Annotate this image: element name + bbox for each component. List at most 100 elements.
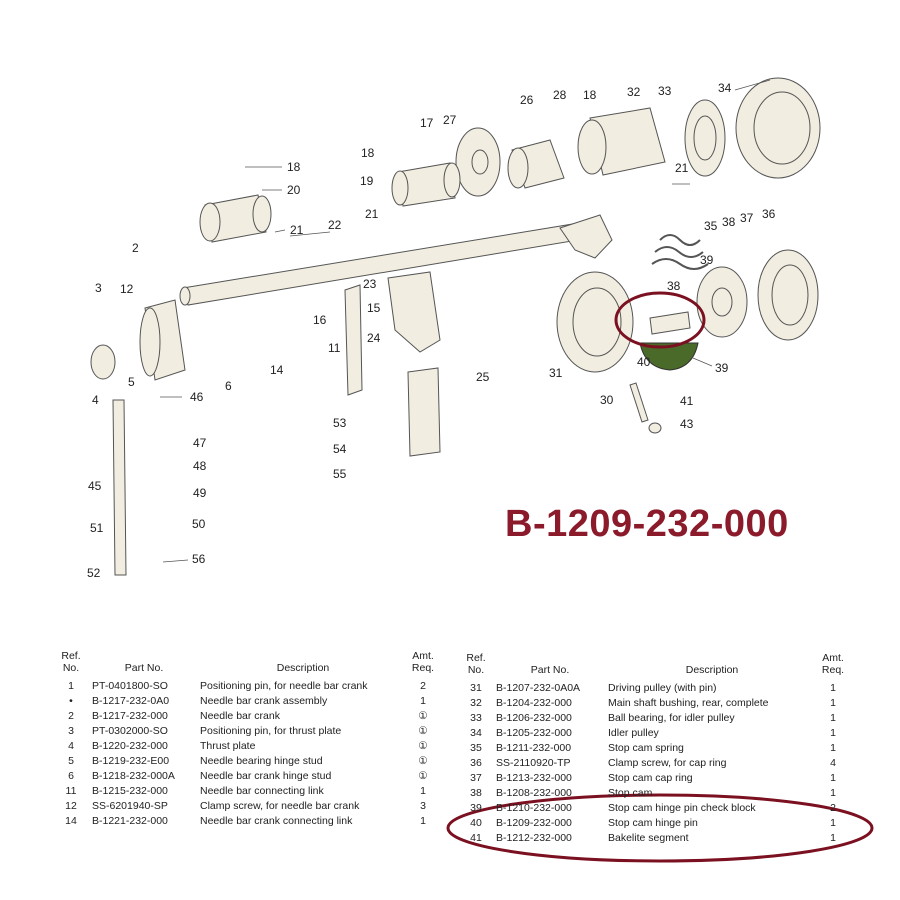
cell-description: Positioning pin, for thrust plate bbox=[200, 725, 342, 737]
bracket-55 bbox=[407, 367, 441, 457]
callout-43: 43 bbox=[680, 417, 694, 431]
cell-part-no: B-1210-232-000 bbox=[496, 802, 572, 814]
highlight-ellipse-table-rows bbox=[446, 793, 874, 863]
callout-28: 28 bbox=[553, 88, 567, 102]
callout-50: 50 bbox=[192, 517, 206, 531]
cell-description: Thrust plate bbox=[200, 740, 256, 752]
cell-amt: 1 bbox=[830, 727, 836, 739]
cell-ref: 38 bbox=[470, 787, 482, 799]
cell-ref: 31 bbox=[470, 682, 482, 694]
cell-ref: 39 bbox=[470, 802, 482, 814]
thrust-plate-4 bbox=[90, 344, 116, 380]
callout-5: 5 bbox=[128, 375, 135, 389]
cell-part-no: B-1212-232-000 bbox=[496, 832, 572, 844]
shaft-crank bbox=[559, 214, 613, 259]
cell-description: Idler pulley bbox=[608, 727, 659, 739]
cell-amt: 1 bbox=[830, 817, 836, 829]
cell-amt: 4 bbox=[830, 757, 836, 769]
callout-36: 36 bbox=[762, 207, 776, 221]
callout-46: 46 bbox=[190, 390, 204, 404]
cell-ref: 11 bbox=[65, 785, 77, 797]
cell-part-no: B-1221-232-000 bbox=[92, 815, 168, 827]
col-header-part-no: Part No. bbox=[124, 662, 164, 674]
stop-cam-hinge-pin-40 bbox=[649, 311, 691, 335]
cell-ref: 34 bbox=[470, 727, 482, 739]
col-header-ref: Ref.No. bbox=[466, 652, 486, 676]
callout-30: 30 bbox=[600, 393, 614, 407]
stop-cam-spring-35 bbox=[651, 234, 709, 270]
cell-part-no: B-1206-232-000 bbox=[496, 712, 572, 724]
cell-amt: 3 bbox=[420, 800, 426, 812]
callout-52: 52 bbox=[87, 566, 101, 580]
highlight-circle-hinge-pin bbox=[614, 291, 706, 349]
cell-ref: 40 bbox=[470, 817, 482, 829]
callout-18-left: 18 bbox=[287, 160, 301, 174]
cell-description: Stop cam bbox=[608, 787, 653, 799]
callout-23: 23 bbox=[363, 277, 377, 291]
callout-54: 54 bbox=[333, 442, 347, 456]
cell-amt: 1 bbox=[830, 712, 836, 724]
cell-description: Needle bar crank hinge stud bbox=[200, 770, 332, 782]
needle-bar-45 bbox=[112, 399, 127, 576]
callout-6: 6 bbox=[225, 379, 232, 393]
table-header-row: Ref.No. Part No. Description Amt.Req. bbox=[52, 650, 438, 680]
cell-description: Needle bar crank connecting link bbox=[200, 815, 353, 827]
callout-16: 16 bbox=[313, 313, 327, 327]
cell-amt: ① bbox=[418, 770, 428, 782]
cell-part-no: B-1208-232-000 bbox=[496, 787, 572, 799]
cell-part-no: B-1217-232-0A0 bbox=[92, 695, 170, 707]
cell-ref: 14 bbox=[65, 815, 77, 827]
cell-part-no: B-1220-232-000 bbox=[92, 740, 168, 752]
cell-part-no: B-1215-232-000 bbox=[92, 785, 168, 797]
cell-description: Stop cam cap ring bbox=[608, 772, 693, 784]
cell-part-no: PT-0302000-SO bbox=[92, 725, 168, 737]
callout-19: 19 bbox=[360, 174, 374, 188]
cell-amt: ① bbox=[418, 755, 428, 767]
table-header-row: Ref.No. Part No. Description Amt.Req. bbox=[458, 652, 848, 682]
cell-part-no: B-1219-232-E00 bbox=[92, 755, 170, 767]
callout-18-right: 18 bbox=[583, 88, 597, 102]
cell-amt: 1 bbox=[830, 682, 836, 694]
col-header-ref: Ref.No. bbox=[61, 650, 81, 674]
callout-24: 24 bbox=[367, 331, 381, 345]
cell-amt: ① bbox=[418, 740, 428, 752]
cell-description: Bakelite segment bbox=[608, 832, 689, 844]
callout-48: 48 bbox=[193, 459, 207, 473]
cell-part-no: B-1213-232-000 bbox=[496, 772, 572, 784]
pin-30 bbox=[629, 382, 649, 423]
callout-18-middle: 18 bbox=[361, 146, 375, 160]
callout-4: 4 bbox=[92, 393, 99, 407]
cell-description: Main shaft bushing, rear, complete bbox=[608, 697, 769, 709]
cell-amt: 1 bbox=[420, 815, 426, 827]
table-row: 14 B-1221-232-000 Needle bar crank connect… bbox=[52, 815, 438, 830]
callout-2: 2 bbox=[132, 241, 139, 255]
callout-38-lower: 38 bbox=[667, 279, 681, 293]
callout-33: 33 bbox=[658, 84, 672, 98]
connecting-link-11 bbox=[344, 284, 363, 396]
cell-description: Stop cam hinge pin bbox=[608, 817, 698, 829]
callout-17: 17 bbox=[420, 116, 434, 130]
parts-table-right: Ref.No. Part No. Description Amt.Req. 31… bbox=[458, 652, 848, 847]
cell-ref: 2 bbox=[68, 710, 74, 722]
cell-part-no: B-1211-232-000 bbox=[496, 742, 572, 754]
cell-amt: 1 bbox=[830, 787, 836, 799]
cell-description: Stop cam spring bbox=[608, 742, 684, 754]
cell-ref: 35 bbox=[470, 742, 482, 754]
callout-21-right: 21 bbox=[675, 161, 689, 175]
cell-description: Needle bar crank bbox=[200, 710, 280, 722]
cell-ref: 33 bbox=[470, 712, 482, 724]
callout-47: 47 bbox=[193, 436, 207, 450]
